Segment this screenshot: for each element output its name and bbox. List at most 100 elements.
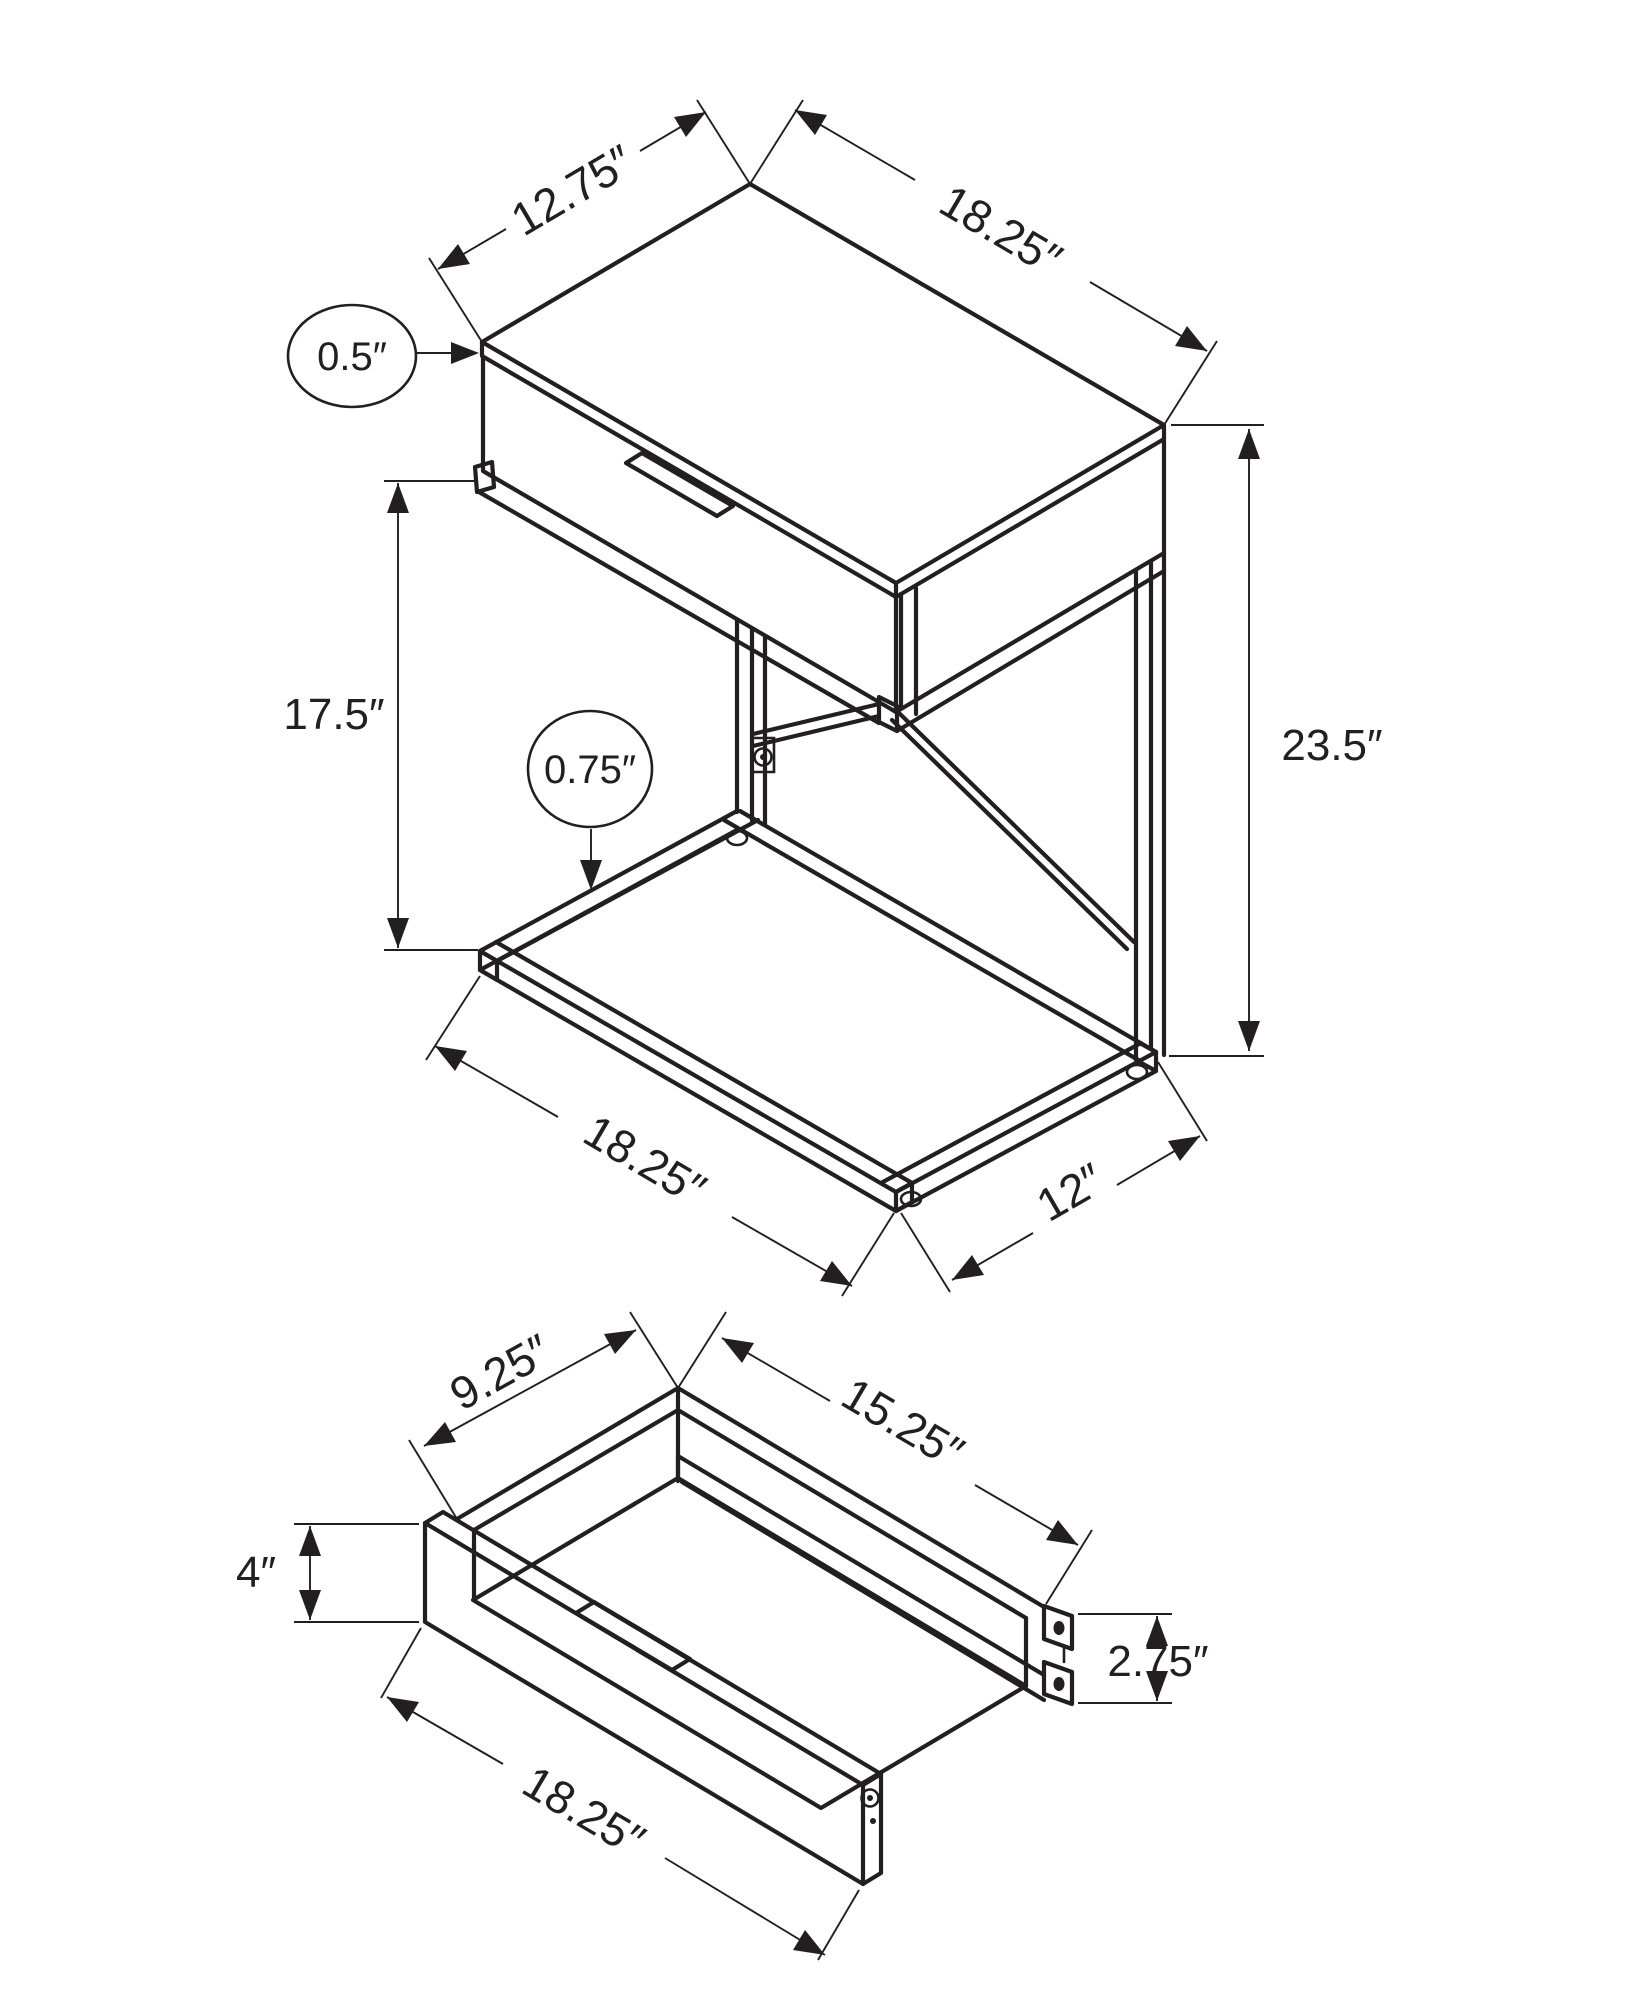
callout-circle-top-thickness xyxy=(286,303,418,409)
arrowhead xyxy=(604,1330,636,1354)
frame-strut-line xyxy=(750,701,882,737)
drawer-left-wall-top-outer xyxy=(454,1385,681,1522)
drawer-left-wall-top-inner xyxy=(471,1407,681,1533)
ext-line xyxy=(677,1311,727,1389)
label-side-height: 2.75″ xyxy=(1107,1637,1208,1686)
label-top-depth: 12.75″ xyxy=(502,134,642,245)
ext-line xyxy=(629,1311,679,1389)
arrowhead xyxy=(1168,1136,1200,1161)
label-overall-height: 23.5″ xyxy=(1281,721,1382,770)
arrowhead xyxy=(1238,1021,1260,1051)
arrowhead xyxy=(580,860,602,890)
label-top-width: 18.25″ xyxy=(931,174,1071,285)
arrowhead xyxy=(424,1422,456,1446)
drawer-back-wall-top-inner xyxy=(675,1407,1029,1621)
ext-line xyxy=(384,480,478,951)
arrowhead xyxy=(451,342,479,364)
drawer-handle-notch xyxy=(573,1599,693,1673)
base-rail-line xyxy=(477,808,740,954)
ext-line xyxy=(380,1627,422,1699)
label-base-depth: 12″ xyxy=(1028,1153,1112,1232)
cabinet-right-bottom-line xyxy=(894,568,1167,734)
cabinet-front-cap xyxy=(876,694,900,734)
ext-line xyxy=(1078,1613,1172,1704)
cabinet-front-face xyxy=(480,354,899,715)
base-rail-line xyxy=(493,939,915,1186)
arrowhead xyxy=(795,110,827,135)
drawer-handle-notch xyxy=(623,450,736,519)
label-inner-length: 15.25″ xyxy=(833,1367,973,1478)
base-rail-line xyxy=(477,827,740,973)
drawer-rail-cap-upper xyxy=(1041,1603,1075,1652)
callout-circle-frame-tube xyxy=(526,709,654,829)
table-view: 12.75″ 18.25″ 0.5″ 17.5″ 0.75″ 23.5″ xyxy=(283,99,1383,1297)
base-rail-line xyxy=(737,808,1159,1055)
drawer-end-dot xyxy=(870,1818,876,1824)
label-front-height: 4″ xyxy=(236,1548,276,1597)
label-inner-depth: 9.25″ xyxy=(441,1324,559,1421)
ext-line xyxy=(408,1439,458,1520)
arrowhead xyxy=(722,1338,754,1363)
drawer-rail-screw xyxy=(1053,1677,1065,1691)
ext-line xyxy=(1157,1061,1208,1142)
drawer-floor xyxy=(470,1475,1029,1811)
arrowhead xyxy=(387,1697,419,1722)
ext-line xyxy=(900,1212,951,1293)
arrowhead xyxy=(820,1261,852,1286)
base-rail-line xyxy=(477,967,899,1214)
arrowhead xyxy=(438,244,470,269)
cabinet-left-cap xyxy=(472,459,497,495)
ext-line xyxy=(425,975,481,1061)
drawer-keyhole xyxy=(860,1788,880,1808)
drawer-front-end-face xyxy=(860,1771,884,1887)
frame-bracket xyxy=(750,736,776,774)
base-rail-line xyxy=(893,1049,1159,1195)
arrowhead xyxy=(299,1526,321,1556)
arrowhead xyxy=(952,1255,984,1280)
cabinet-bottom-panel-line xyxy=(476,489,882,726)
base-rail-line xyxy=(721,817,1143,1064)
ext-line xyxy=(696,99,751,185)
label-frame-tube: 0.75″ xyxy=(544,748,636,792)
label-top-thickness: 0.5″ xyxy=(317,335,387,379)
ext-line xyxy=(1169,424,1264,1057)
arrowhead xyxy=(1046,1520,1078,1545)
arrowhead xyxy=(674,112,706,137)
ext-line xyxy=(294,1523,419,1623)
drawer-keyhole-center xyxy=(867,1795,873,1801)
ext-line xyxy=(749,99,804,185)
arrowhead xyxy=(435,1046,467,1071)
drawer-front-top-face xyxy=(422,1509,884,1788)
ext-line xyxy=(817,1889,860,1961)
frame-brace-line xyxy=(896,710,1137,945)
arrowhead xyxy=(387,483,409,513)
arrowhead xyxy=(387,918,409,948)
frame-brace-line xyxy=(889,717,1130,952)
drawer-back-wall-bottom xyxy=(675,1453,1047,1678)
arrowhead xyxy=(1146,1671,1168,1701)
drawer-view: 9.25″ 15.25″ 4″ 2.75″ 18.25″ xyxy=(236,1311,1209,1961)
base-rail-line xyxy=(893,1068,1159,1214)
drawer-rail-screw xyxy=(1053,1621,1065,1635)
ext-line xyxy=(1163,340,1218,426)
dim-line-inner-depth xyxy=(423,1329,637,1447)
arrowhead xyxy=(1146,1616,1168,1646)
frame-screw-center xyxy=(760,754,766,760)
base-rail-line xyxy=(477,948,899,1195)
arrowhead xyxy=(1238,429,1260,459)
label-base-length: 18.25″ xyxy=(575,1104,715,1215)
drawer-back-wall-top-outer xyxy=(675,1385,1047,1610)
ext-line xyxy=(1045,1529,1093,1605)
tabletop-bottom-edge xyxy=(479,339,1167,600)
drawer-rail-bottom xyxy=(679,1479,1047,1703)
label-clearance-height: 17.5″ xyxy=(283,690,384,739)
ext-line xyxy=(841,1212,895,1297)
drawer-rail-cap-lower xyxy=(1041,1659,1075,1707)
frame-screw xyxy=(753,747,773,767)
arrowhead xyxy=(299,1590,321,1620)
ext-line xyxy=(428,257,483,343)
base-rail-line xyxy=(878,1040,1144,1186)
label-front-length: 18.25″ xyxy=(514,1755,654,1866)
arrowhead xyxy=(793,1930,825,1955)
